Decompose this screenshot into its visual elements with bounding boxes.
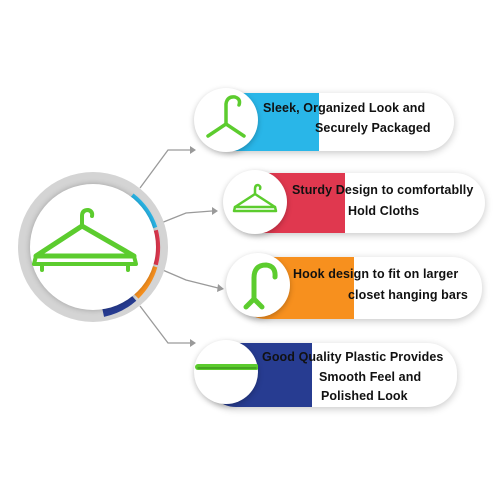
arrow-4 xyxy=(190,339,196,347)
feature-badge-2 xyxy=(223,170,287,234)
connector-2 xyxy=(155,210,213,226)
feature-1-line-1: Sleek, Organized Look and xyxy=(263,101,426,115)
feature-2-line-2: Hold Cloths xyxy=(348,204,420,218)
feature-1-line-2: Securely Packaged xyxy=(315,121,431,135)
feature-3-line-1: Hook design to fit on larger xyxy=(293,267,459,281)
hook-icon xyxy=(243,262,278,310)
feature-4-line-1: Good Quality Plastic Provides xyxy=(262,350,444,364)
feature-badge-4 xyxy=(194,340,258,404)
feature-badge-3 xyxy=(226,253,290,317)
hanger-icon xyxy=(232,183,278,213)
hub-arc-navy xyxy=(101,293,137,317)
connector-4 xyxy=(139,305,190,344)
arrow-2 xyxy=(212,207,218,215)
arrow-1 xyxy=(190,146,196,154)
feature-2-line-1: Sturdy Design to comfortablly xyxy=(292,183,474,197)
feature-badge-1 xyxy=(194,88,258,152)
feature-3-line-2: closet hanging bars xyxy=(348,288,468,302)
arrow-3 xyxy=(217,284,224,292)
feature-4-line-3: Polished Look xyxy=(321,389,408,403)
connector-1 xyxy=(139,149,190,189)
feature-4-line-2: Smooth Feel and xyxy=(319,370,422,384)
bar-icon xyxy=(195,364,258,370)
hanger-top-icon xyxy=(206,95,246,138)
connector-3 xyxy=(157,267,219,289)
